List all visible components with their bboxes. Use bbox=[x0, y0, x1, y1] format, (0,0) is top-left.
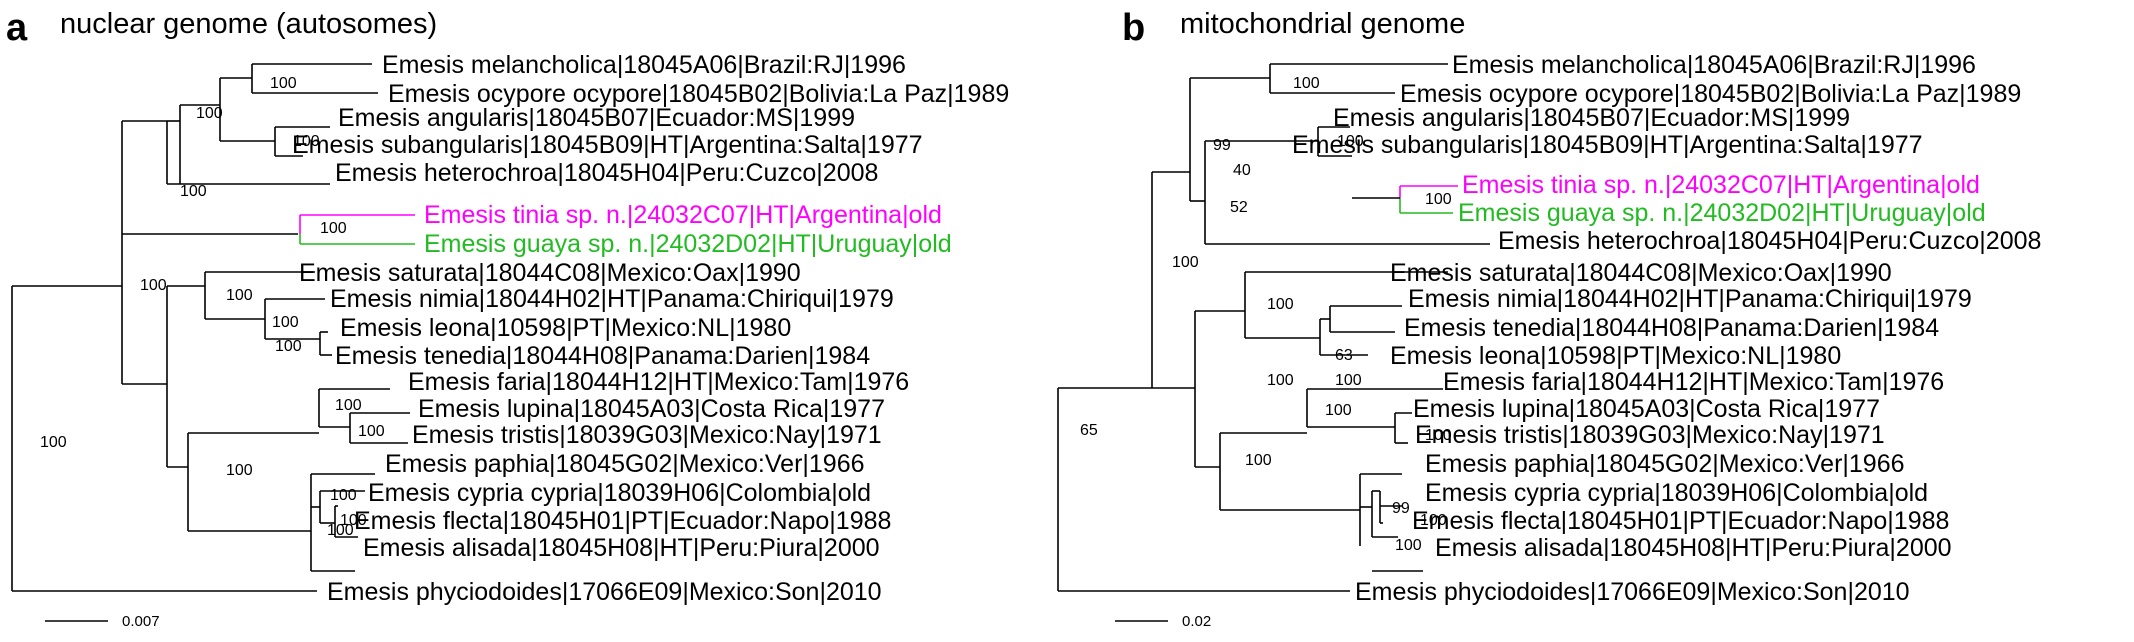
panel-b-scale-label: 0.02 bbox=[1182, 613, 1211, 630]
panel-b-tip-label: Emesis saturata|18044C08|Mexico:Oax|1990 bbox=[1390, 259, 1892, 287]
panel-b-tip-label: Emesis subangularis|18045B09|HT|Argentin… bbox=[1292, 131, 1923, 159]
panel-a-support-value: 100 bbox=[335, 397, 362, 414]
panel-a-support-value: 100 bbox=[40, 434, 67, 451]
panel-b-title: mitochondrial genome bbox=[1180, 8, 1465, 40]
panel-a-support-value: 100 bbox=[358, 423, 385, 440]
panel-a-support-value: 100 bbox=[293, 133, 320, 150]
panel-a-support-value: 100 bbox=[320, 220, 347, 237]
panel-b-support-value: 52 bbox=[1230, 199, 1248, 216]
panel-a-support-value: 100 bbox=[180, 183, 207, 200]
panel-a-support-value: 100 bbox=[330, 487, 357, 504]
panel-a-tip-label: Emesis ocypore ocypore|18045B02|Bolivia:… bbox=[388, 80, 1009, 108]
panel-a-tip-label: Emesis heterochroa|18045H04|Peru:Cuzco|2… bbox=[335, 159, 878, 187]
panel-b-support-value: 63 bbox=[1335, 347, 1353, 364]
panel-b-support-value: 65 bbox=[1080, 422, 1098, 439]
panel-a-support-value: 100 bbox=[327, 522, 354, 539]
panel-b-letter: b bbox=[1122, 7, 1145, 49]
panel-a-tip-label: Emesis tenedia|18044H08|Panama:Darien|19… bbox=[335, 342, 870, 370]
panel-b-support-value: 99 bbox=[1213, 137, 1231, 154]
panel-b-support-value: 100 bbox=[1267, 372, 1294, 389]
panel-b-tip-label: Emesis nimia|18044H02|HT|Panama:Chiriqui… bbox=[1408, 285, 1972, 313]
panel-b-tip-label: Emesis ocypore ocypore|18045B02|Bolivia:… bbox=[1400, 80, 2021, 108]
panel-a-scale-label: 0.007 bbox=[122, 613, 160, 630]
panel-a-tip-label: Emesis faria|18044H12|HT|Mexico:Tam|1976 bbox=[408, 368, 909, 396]
panel-b-tip-labels: Emesis melancholica|18045A06|Brazil:RJ|1… bbox=[1292, 51, 2041, 606]
panel-a-tip-labels: Emesis melancholica|18045A06|Brazil:RJ|1… bbox=[292, 51, 1009, 606]
panel-b-support-value: 100 bbox=[1267, 296, 1294, 313]
panel-b-tip-label: Emesis paphia|18045G02|Mexico:Ver|1966 bbox=[1425, 450, 1905, 478]
panel-b-support-value: 100 bbox=[1425, 191, 1452, 208]
panel-b-tip-label: Emesis tinia sp. n.|24032C07|HT|Argentin… bbox=[1462, 171, 1980, 199]
panel-a-support-value: 100 bbox=[270, 75, 297, 92]
panel-a-tip-label: Emesis nimia|18044H02|HT|Panama:Chiriqui… bbox=[330, 285, 894, 313]
panel-b-tip-label: Emesis heterochroa|18045H04|Peru:Cuzco|2… bbox=[1498, 227, 2041, 255]
panel-a-tip-label: Emesis subangularis|18045B09|HT|Argentin… bbox=[292, 131, 923, 159]
panel-a-tip-label: Emesis phyciodoides|17066E09|Mexico:Son|… bbox=[327, 578, 882, 606]
panel-a-support-value: 100 bbox=[340, 512, 367, 529]
panel-a-tip-label: Emesis lupina|18045A03|Costa Rica|1977 bbox=[418, 395, 885, 423]
panel-a-support-values: 1001001001001001001001001001001001001001… bbox=[40, 75, 385, 539]
panel-b-support-value: 100 bbox=[1245, 452, 1272, 469]
panel-a-tip-label: Emesis cypria cypria|18039H06|Colombia|o… bbox=[368, 479, 871, 507]
panel-a-branches bbox=[11, 63, 410, 592]
panel-b-support-value: 100 bbox=[1425, 427, 1452, 444]
panel-a-tip-label: Emesis tinia sp. n.|24032C07|HT|Argentin… bbox=[424, 201, 942, 229]
panel-b-tip-label: Emesis faria|18044H12|HT|Mexico:Tam|1976 bbox=[1443, 368, 1944, 396]
panel-a-support-value: 100 bbox=[272, 314, 299, 331]
panel-a-tip-label: Emesis tristis|18039G03|Mexico:Nay|1971 bbox=[412, 421, 882, 449]
panel-a-colored-branches bbox=[299, 214, 415, 245]
panel-b-branches bbox=[1057, 63, 1490, 592]
panel-b-tip-label: Emesis melancholica|18045A06|Brazil:RJ|1… bbox=[1452, 51, 1976, 79]
panel-a-title: nuclear genome (autosomes) bbox=[60, 8, 437, 40]
panel-b-support-value: 100 bbox=[1395, 537, 1422, 554]
panel-b-support-value: 100 bbox=[1325, 402, 1352, 419]
panel-b-tip-label: Emesis angularis|18045B07|Ecuador:MS|199… bbox=[1333, 104, 1850, 132]
panel-a-tip-label: Emesis angularis|18045B07|Ecuador:MS|199… bbox=[338, 104, 855, 132]
panel-a-support-value: 100 bbox=[226, 462, 253, 479]
panel-a-tip-label: Emesis alisada|18045H08|HT|Peru:Piura|20… bbox=[363, 534, 880, 562]
panel-b-support-value: 40 bbox=[1233, 162, 1251, 179]
panel-b-support-value: 100 bbox=[1293, 75, 1320, 92]
panel-b-tip-label: Emesis alisada|18045H08|HT|Peru:Piura|20… bbox=[1435, 534, 1952, 562]
panel-a-letter: a bbox=[6, 7, 28, 49]
panel-b-support-value: 99 bbox=[1392, 500, 1410, 517]
panel-a-tip-label: Emesis leona|10598|PT|Mexico:NL|1980 bbox=[340, 314, 791, 342]
panel-b-support-value: 100 bbox=[1172, 254, 1199, 271]
panel-a-support-value: 100 bbox=[275, 338, 302, 355]
panel-a-tip-label: Emesis flecta|18045H01|PT|Ecuador:Napo|1… bbox=[354, 507, 891, 535]
panel-b-tip-label: Emesis flecta|18045H01|PT|Ecuador:Napo|1… bbox=[1412, 507, 1949, 535]
panel-a-tip-label: Emesis melancholica|18045A06|Brazil:RJ|1… bbox=[382, 51, 906, 79]
panel-a-tip-label: Emesis saturata|18044C08|Mexico:Oax|1990 bbox=[299, 259, 801, 287]
panel-a: a nuclear genome (autosomes) bbox=[6, 7, 1009, 630]
panel-a-support-value: 100 bbox=[226, 287, 253, 304]
panel-b-tip-label: Emesis tristis|18039G03|Mexico:Nay|1971 bbox=[1415, 421, 1885, 449]
panel-b-support-value: 100 bbox=[1335, 372, 1362, 389]
panel-b-tip-label: Emesis lupina|18045A03|Costa Rica|1977 bbox=[1413, 395, 1880, 423]
panel-b-support-value: 100 bbox=[1420, 512, 1447, 529]
panel-b-tip-label: Emesis tenedia|18044H08|Panama:Darien|19… bbox=[1404, 314, 1939, 342]
panel-b-support-value: 100 bbox=[1337, 133, 1364, 150]
panel-a-tip-label: Emesis paphia|18045G02|Mexico:Ver|1966 bbox=[385, 450, 865, 478]
panel-b-tip-label: Emesis cypria cypria|18039H06|Colombia|o… bbox=[1425, 479, 1928, 507]
panel-a-tip-label: Emesis guaya sp. n.|24032D02|HT|Uruguay|… bbox=[424, 230, 952, 258]
panel-b-tip-label: Emesis phyciodoides|17066E09|Mexico:Son|… bbox=[1355, 578, 1910, 606]
panel-a-support-value: 100 bbox=[140, 277, 167, 294]
panel-b-tip-label: Emesis guaya sp. n.|24032D02|HT|Uruguay|… bbox=[1458, 199, 1986, 227]
panel-b-tip-label: Emesis leona|10598|PT|Mexico:NL|1980 bbox=[1390, 342, 1841, 370]
panel-b-colored-branches bbox=[1352, 185, 1458, 214]
panel-a-support-value: 100 bbox=[196, 105, 223, 122]
panel-b: b mitochondrial genome bbox=[1057, 7, 2041, 630]
